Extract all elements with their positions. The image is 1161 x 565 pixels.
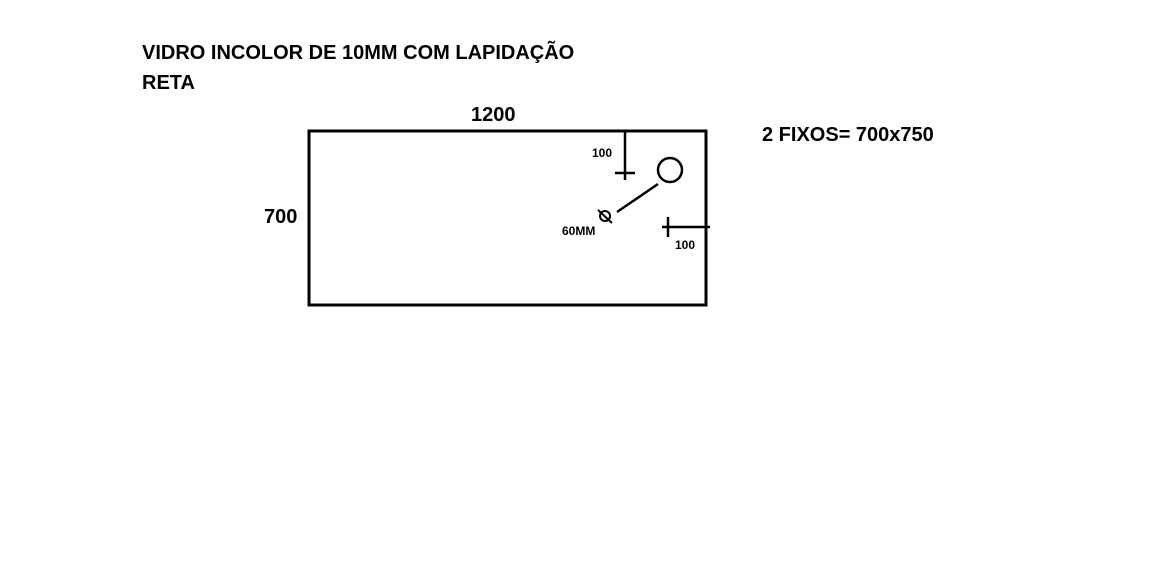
hole-circle [656,156,684,184]
title-line-2: RETA [142,72,195,94]
title-line-1: VIDRO INCOLOR DE 10MM COM LAPIDAÇÃO [142,42,575,64]
fixed-panels-note: 2 FIXOS= 700x750 [762,124,934,146]
hole-diameter-label: 60MM [562,224,596,238]
height-label: 700 [264,206,298,228]
diameter-symbol [599,210,611,222]
right-offset-label: 100 [675,238,696,252]
drawing-title: VIDRO INCOLOR DE 10MM COM LAPIDAÇÃO RETA [142,38,574,98]
diameter-symbol-slash [597,209,613,224]
top-offset-label: 100 [592,146,613,160]
glass-panel-outline [307,129,708,307]
hole-leader-line [616,182,659,214]
width-label: 1200 [471,104,516,126]
